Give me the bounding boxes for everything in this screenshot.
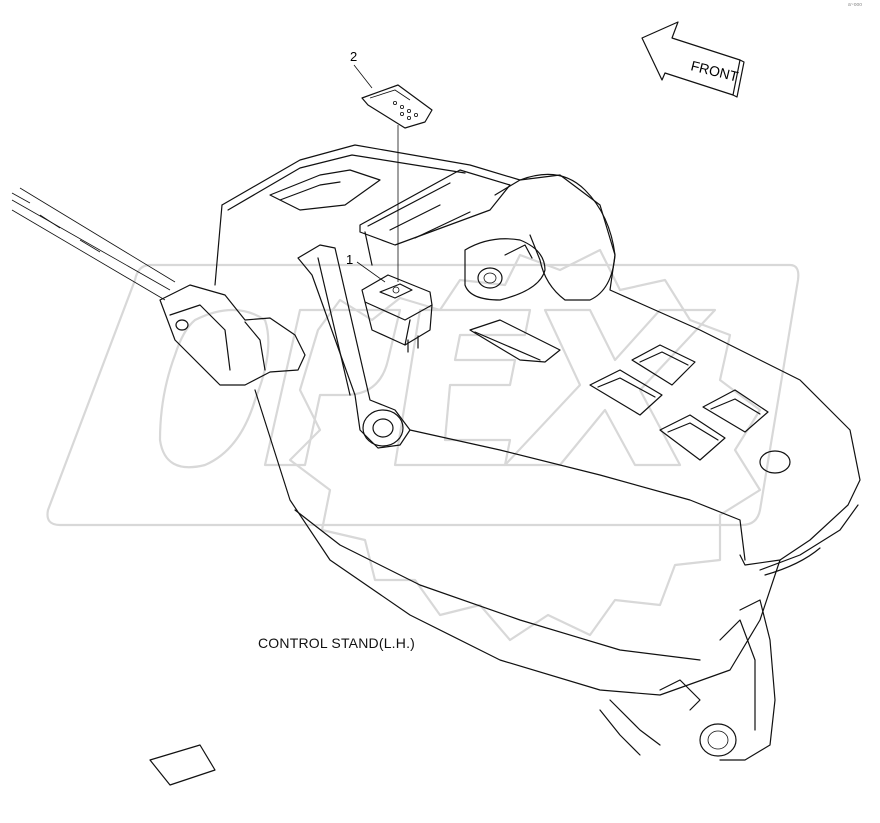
corner-code: a~ooo (848, 2, 863, 8)
switch-label-plate (361, 84, 433, 129)
watermark-logo (46, 248, 800, 642)
diagram-caption: CONTROL STAND(L.H.) (258, 635, 416, 651)
callout-label-2: 2 (350, 49, 357, 64)
callout-label-1: 1 (346, 252, 353, 267)
lever-arm (159, 244, 411, 449)
front-direction-arrow: FRONT (641, 21, 745, 98)
front-label: FRONT (689, 57, 740, 84)
rocker-switch (361, 274, 433, 353)
control-stand-body (149, 144, 861, 786)
cable (11, 187, 176, 301)
leader-tick-2 (353, 64, 373, 89)
leader-line-1 (356, 261, 386, 283)
